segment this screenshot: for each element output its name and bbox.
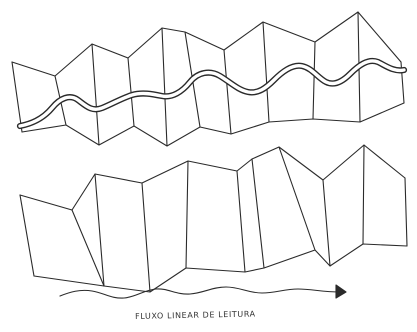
bottom-fold-line xyxy=(237,171,245,272)
top-strip-lower-edge xyxy=(22,103,404,146)
reading-flow-arrow xyxy=(60,285,346,298)
bottom-fold-line xyxy=(363,145,364,244)
top-strip-upper-edge xyxy=(12,12,401,76)
bottom-fold-line xyxy=(279,147,315,250)
arrowhead-icon xyxy=(336,285,346,298)
top-fold-line xyxy=(92,44,99,145)
bottom-strip-upper-edge xyxy=(20,145,405,210)
top-fold-line xyxy=(12,62,22,132)
top-fold-line xyxy=(224,50,231,134)
reading-wave-band xyxy=(20,61,404,126)
bottom-fold-line xyxy=(142,183,150,292)
bottom-fold-line xyxy=(323,180,330,266)
top-fold-line xyxy=(162,28,167,146)
bottom-fold-line xyxy=(20,195,34,276)
top-fold-line xyxy=(263,22,269,122)
flow-arrow-line xyxy=(60,287,340,298)
bottom-strip-lower-edge xyxy=(34,244,407,292)
wave-band-outline xyxy=(20,61,404,126)
bottom-fold-line xyxy=(186,161,188,268)
top-fold-line xyxy=(313,42,315,119)
bottom-accordion-strip xyxy=(20,145,407,292)
bottom-fold-line xyxy=(405,178,407,246)
bottom-fold-line xyxy=(252,159,264,268)
